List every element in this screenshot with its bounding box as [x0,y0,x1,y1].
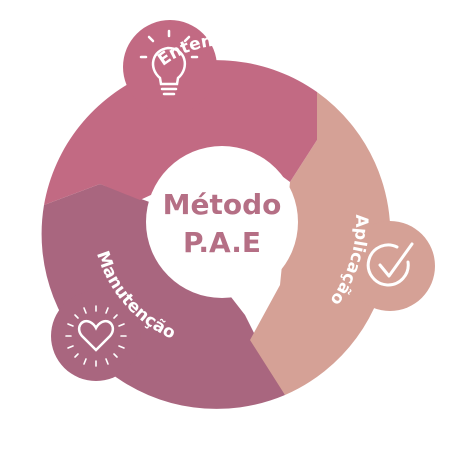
heart-icon [65,305,127,367]
center-circle [146,146,298,298]
heart-badge [51,291,141,381]
segment-entendimento [44,60,317,205]
segment-aplicacao [250,92,391,395]
light-bulb-icon [139,29,199,96]
check-circle-icon [366,242,414,287]
center-title-line2: P.A.E [183,226,261,259]
center-title-line1: Método [163,188,282,221]
light-bulb-badge [123,20,217,114]
